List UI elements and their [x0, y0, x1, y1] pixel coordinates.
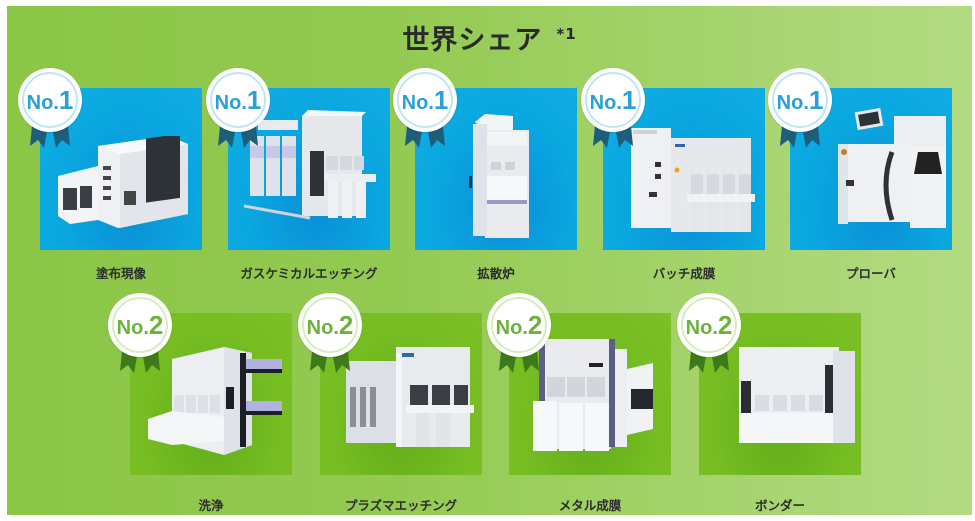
product-card-plasma-etch[interactable]: No.2	[298, 293, 482, 475]
rank-badge: No.2	[108, 293, 172, 357]
product-label: ガスケミカルエッチング	[240, 266, 378, 281]
product-card-coater-developer[interactable]: No.1	[18, 68, 202, 250]
bonder-machine-icon	[739, 347, 855, 443]
product-card-metal-deposition[interactable]: No.2	[487, 293, 671, 475]
product-label: プラズマエッチング	[344, 498, 458, 513]
ribbon-icon	[593, 126, 633, 148]
product-label: バッチ成膜	[652, 266, 716, 281]
batch-deposition-machine-icon	[631, 128, 755, 232]
product-card-batch-deposition[interactable]: No.1	[581, 68, 765, 250]
cleaning-machine-icon	[148, 347, 282, 455]
gas-chemical-etch-machine-icon	[243, 110, 376, 220]
rank-badge: No.1	[581, 68, 645, 132]
page-title: 世界シェア *1	[7, 18, 972, 57]
rank-badge: No.2	[298, 293, 362, 357]
product-label: プローバ	[846, 266, 896, 281]
world-share-panel: 世界シェア *1 No.1 塗布現像 No.1	[7, 6, 972, 515]
product-card-bonder[interactable]: No.2	[677, 293, 861, 475]
product-label: 洗浄	[198, 498, 224, 513]
footnote-mark[interactable]: *1	[556, 25, 577, 43]
diffusion-furnace-machine-icon	[469, 114, 529, 238]
product-card-wafer-prober[interactable]: No.1	[768, 68, 952, 250]
rank-badge: No.1	[768, 68, 832, 132]
rank-badge: No.1	[206, 68, 270, 132]
coater-developer-machine-icon	[58, 136, 188, 228]
product-card-cleaning[interactable]: No.2	[108, 293, 292, 475]
product-label: 塗布現像	[95, 266, 146, 281]
metal-deposition-machine-icon	[533, 339, 653, 451]
product-label: メタル成膜	[558, 498, 622, 513]
product-label: 拡散炉	[477, 266, 515, 281]
title-text: 世界シェア	[402, 25, 543, 56]
rank-badge: No.1	[393, 68, 457, 132]
product-card-gas-chemical-etch[interactable]: No.1	[206, 68, 390, 250]
rank-badge: No.2	[487, 293, 551, 357]
wafer-prober-machine-icon	[838, 107, 946, 228]
product-card-diffusion-furnace[interactable]: No.1	[393, 68, 577, 250]
ribbon-icon	[780, 126, 820, 148]
product-label: ボンダー	[754, 498, 805, 513]
rank-badge: No.1	[18, 68, 82, 132]
ribbon-icon	[120, 351, 160, 373]
plasma-etch-machine-icon	[346, 347, 474, 447]
rank-badge: No.2	[677, 293, 741, 357]
